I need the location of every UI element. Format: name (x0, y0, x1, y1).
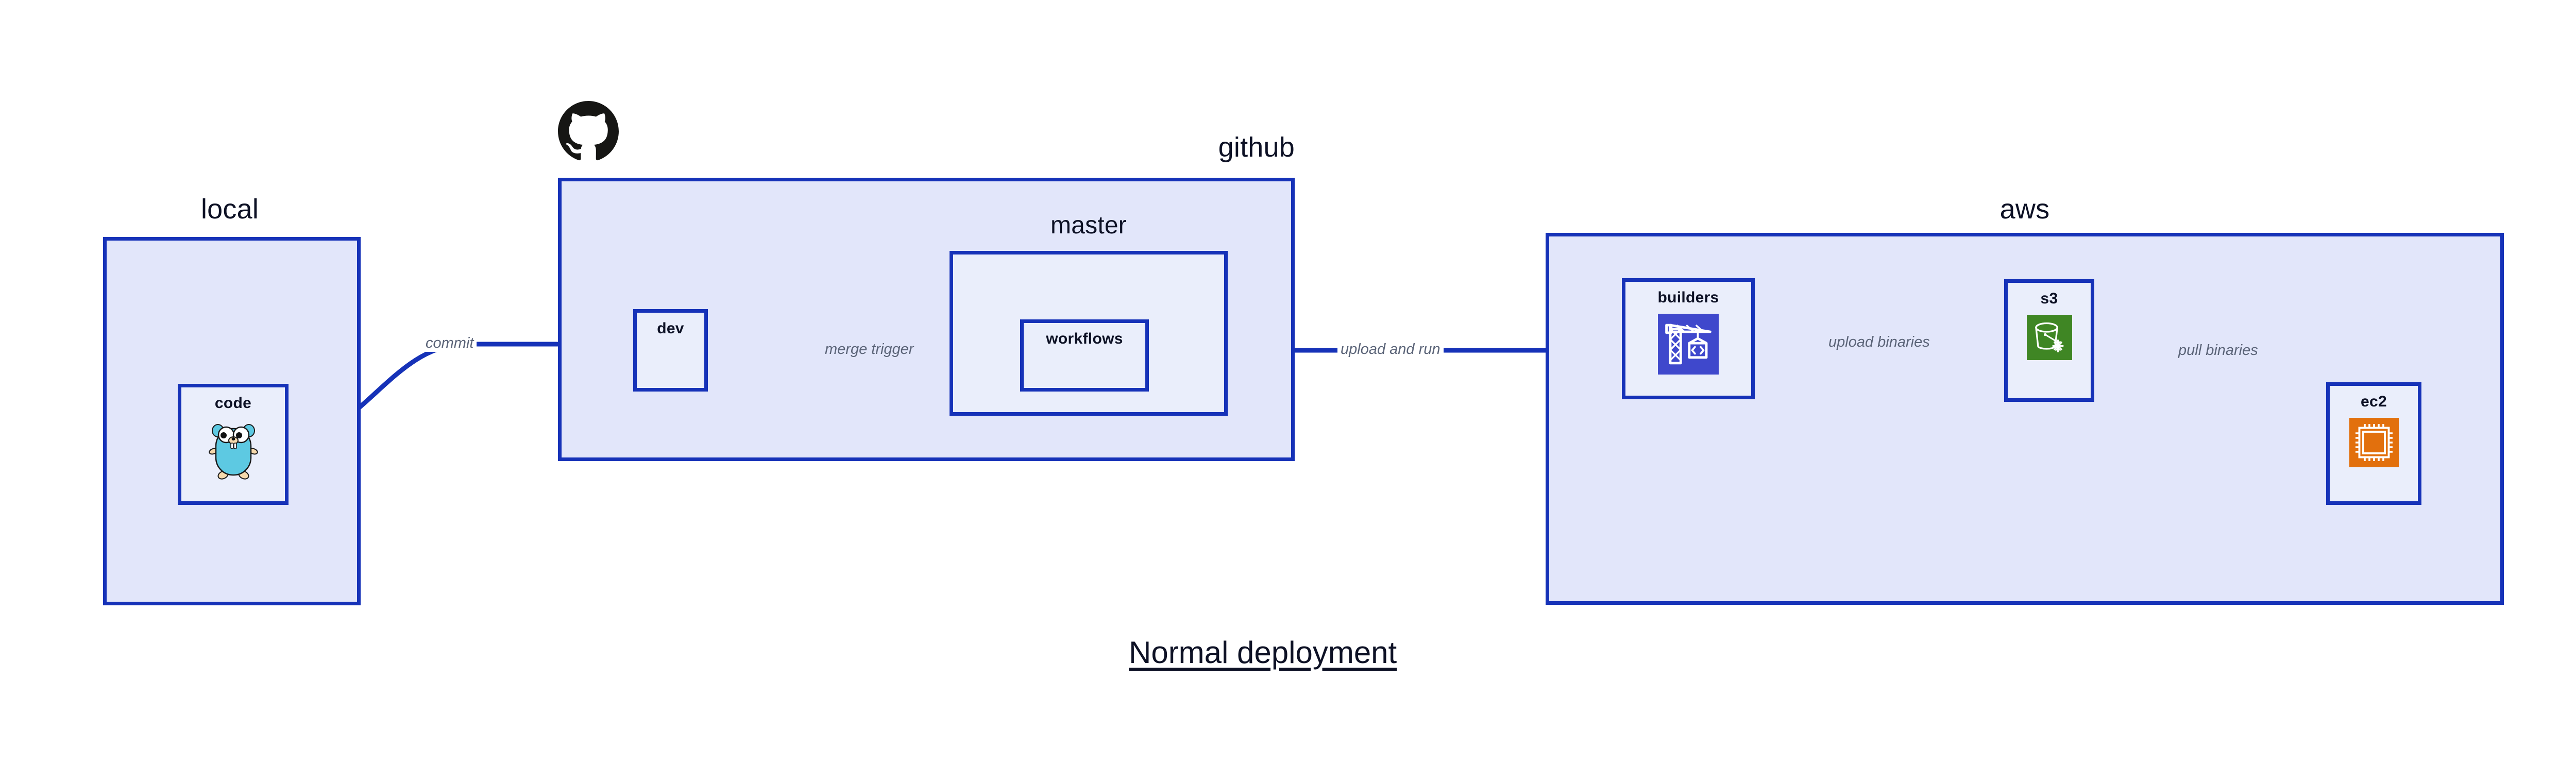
aws-ec2-icon (2349, 418, 2399, 467)
node-builders[interactable]: builders (1622, 278, 1755, 399)
edge-label-upload-binaries: upload binaries (1825, 334, 1933, 351)
edge-label-commit: commit (422, 335, 477, 352)
node-label-dev: dev (657, 320, 684, 337)
aws-s3-glacier-icon (2026, 315, 2072, 360)
edge-label-merge-trigger: merge trigger (822, 341, 917, 358)
node-code[interactable]: code (178, 384, 289, 505)
github-octocat-logo (558, 101, 619, 162)
node-label-code: code (214, 395, 252, 412)
node-s3[interactable]: s3 (2004, 279, 2094, 402)
edge-label-upload-and-run: upload and run (1337, 341, 1444, 358)
node-label-workflows: workflows (1046, 330, 1123, 347)
go-gopher-icon (208, 419, 258, 481)
group-label-local: local (200, 194, 259, 225)
node-ec2[interactable]: ec2 (2326, 382, 2421, 505)
node-dev[interactable]: dev (633, 309, 708, 392)
edge-label-pull-binaries: pull binaries (2175, 342, 2261, 359)
node-workflows[interactable]: workflows (1020, 319, 1149, 392)
group-label-github: github (1218, 132, 1295, 163)
aws-codebuild-icon (1658, 314, 1719, 375)
group-label-aws: aws (1999, 194, 2050, 225)
node-label-s3: s3 (2040, 290, 2058, 307)
node-label-builders: builders (1657, 289, 1719, 306)
subgroup-label-master: master (1050, 212, 1127, 239)
node-label-ec2: ec2 (2361, 393, 2387, 410)
diagram-title: Normal deployment (1129, 635, 1397, 670)
